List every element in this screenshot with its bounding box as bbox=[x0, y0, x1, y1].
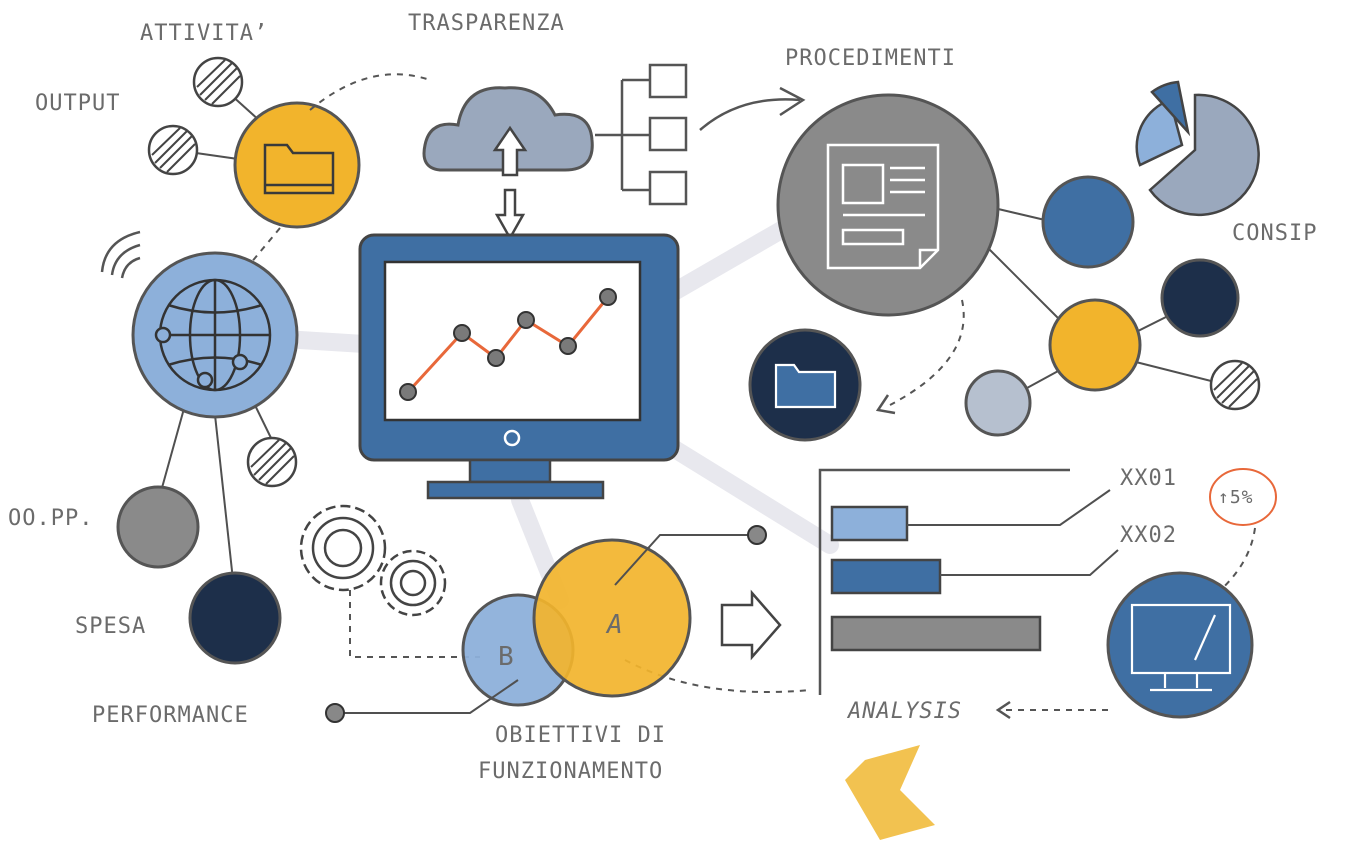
procedimenti-node bbox=[776, 93, 1000, 317]
consip-node-light bbox=[964, 369, 1032, 437]
label-oopp: OO.PP. bbox=[8, 506, 93, 531]
consip-node-blue bbox=[1041, 175, 1135, 269]
arrow-to-procedimenti bbox=[699, 98, 801, 131]
venn-label-b: B bbox=[498, 642, 515, 672]
arrow-head bbox=[779, 86, 806, 117]
hatched-small-b bbox=[325, 703, 345, 723]
pie-chart-icon bbox=[1135, 80, 1260, 217]
monitor-node bbox=[1106, 571, 1254, 719]
folder-icon bbox=[263, 143, 335, 195]
globe-cluster: OO.PP. SPESA bbox=[8, 230, 299, 665]
dashed-venn-analysis bbox=[624, 659, 811, 693]
spesa-node bbox=[188, 571, 282, 665]
attivita-node bbox=[233, 101, 361, 229]
label-spesa: SPESA bbox=[75, 614, 146, 639]
wifi-icon bbox=[100, 230, 141, 279]
gear-icon bbox=[299, 504, 447, 617]
label-obiettivi-line2: FUNZIONAMENTO bbox=[478, 759, 663, 784]
monitor-icon-small bbox=[1130, 603, 1232, 692]
yellow-arrow-icon bbox=[845, 745, 935, 840]
up-down-arrows bbox=[492, 125, 528, 241]
trend-points bbox=[399, 288, 617, 401]
hatched-node-top bbox=[192, 56, 244, 108]
dashed-return bbox=[889, 299, 965, 406]
label-xx01: XX01 bbox=[1120, 466, 1177, 491]
dashed-percent bbox=[1214, 527, 1256, 596]
trasparenza-cluster: TRASPARENZA bbox=[408, 11, 806, 241]
label-obiettivi-line1: OBIETTIVI DI bbox=[495, 723, 666, 748]
bar-3 bbox=[830, 615, 1042, 652]
hatch-lines bbox=[196, 59, 241, 105]
label-percent: ↑5% bbox=[1218, 487, 1254, 508]
leader-xx01 bbox=[907, 489, 1111, 526]
dashed-connector-down bbox=[244, 227, 281, 271]
attivita-cluster: ATTIVITA’ OUTPUT bbox=[35, 21, 431, 271]
oopp-node bbox=[116, 485, 200, 569]
hatched-node-consip bbox=[1209, 359, 1261, 411]
percent-badge bbox=[1209, 468, 1277, 526]
venn-cluster: B A PERFORMANCE OBIETTIVI DI FUNZIONAMEN… bbox=[92, 504, 782, 784]
monitor-icon bbox=[358, 233, 680, 500]
label-performance: PERFORMANCE bbox=[92, 703, 249, 728]
leader-xx02 bbox=[940, 549, 1119, 576]
consip-node-navy bbox=[1160, 258, 1240, 338]
globe-icon bbox=[154, 278, 272, 392]
leader-a bbox=[614, 534, 750, 586]
arrow-icon bbox=[720, 589, 782, 661]
label-attivita: ATTIVITA’ bbox=[140, 21, 268, 46]
venn-circle-a bbox=[532, 538, 692, 698]
leader-b bbox=[342, 679, 519, 714]
label-xx02: XX02 bbox=[1120, 523, 1177, 548]
procedimenti-cluster: PROCEDIMENTI CONSIP bbox=[748, 46, 1317, 442]
hatched-node-left bbox=[147, 124, 199, 176]
document-icon bbox=[826, 143, 940, 270]
consip-node-yellow bbox=[1048, 298, 1142, 392]
hatched-node-globe bbox=[246, 436, 298, 488]
dashed-return-head bbox=[875, 394, 896, 415]
trend-line bbox=[406, 296, 610, 394]
analysis-cluster: XX01 XX02 ↑5% ANALYSIS bbox=[624, 466, 1277, 724]
hatched-small-a bbox=[747, 525, 767, 545]
label-output: OUTPUT bbox=[35, 91, 120, 116]
dashed-connector bbox=[309, 73, 431, 111]
bar-chart-axes bbox=[818, 468, 1070, 695]
label-analysis: ANALYSIS bbox=[846, 699, 962, 724]
label-consip: CONSIP bbox=[1232, 221, 1317, 246]
dashed-analysis-head bbox=[995, 700, 1011, 720]
bar-2 bbox=[830, 558, 942, 595]
folder-icon-small bbox=[774, 363, 837, 409]
venn-label-a: A bbox=[605, 610, 624, 640]
bar-1 bbox=[830, 505, 909, 542]
label-trasparenza: TRASPARENZA bbox=[408, 11, 565, 36]
tree-structure bbox=[595, 63, 688, 206]
label-procedimenti: PROCEDIMENTI bbox=[785, 46, 956, 71]
